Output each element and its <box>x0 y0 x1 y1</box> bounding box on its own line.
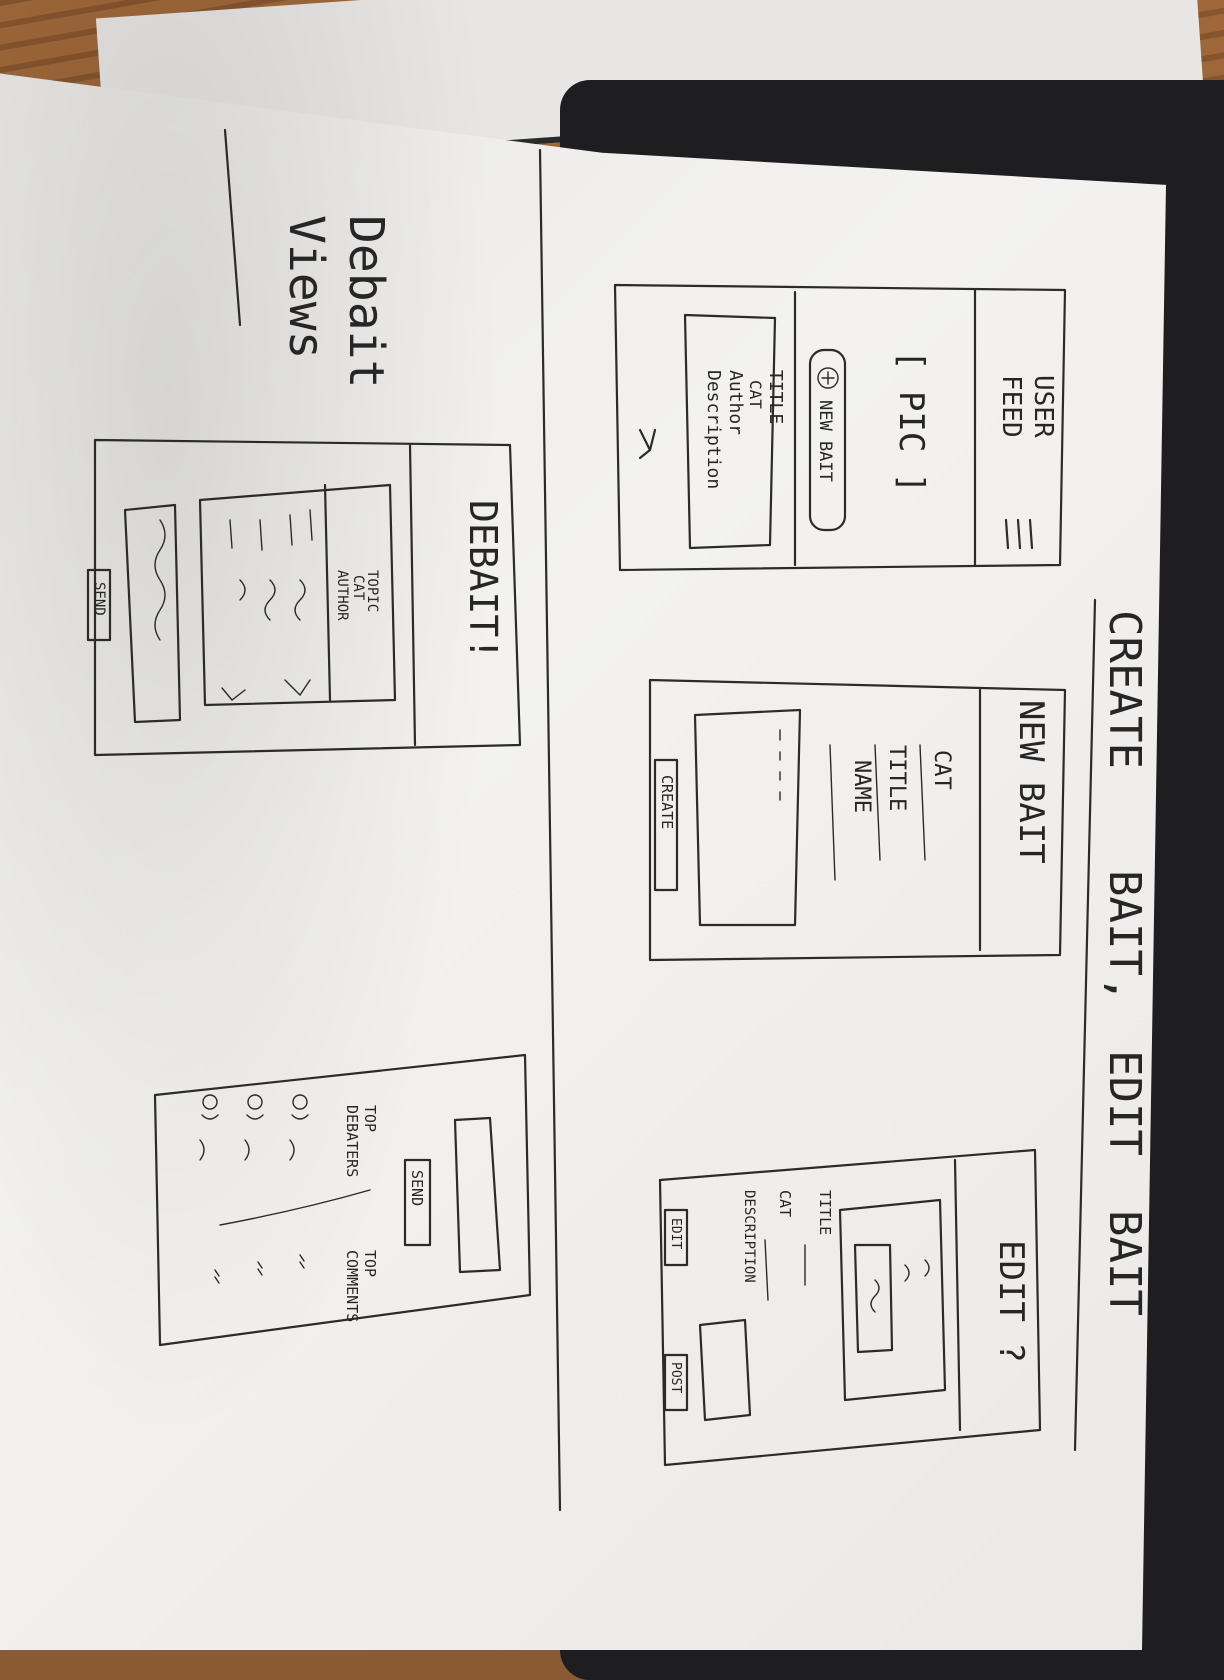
left-heading: Debait Views <box>278 215 394 388</box>
debait-header-divider <box>408 443 417 747</box>
underline-stroke <box>223 128 242 327</box>
top-heading: CREATE BAIT, EDIT BAIT <box>1099 610 1150 1316</box>
top-heading-bait: BAIT, <box>1099 870 1150 1002</box>
user-icon <box>202 1094 218 1110</box>
name-field-line[interactable] <box>829 744 836 881</box>
card-author: Author <box>725 370 746 435</box>
debaters-screen: SEND TOP DEBATERS TOP COMMENTS <box>153 1053 532 1347</box>
top-heading-edit: EDIT <box>1099 1050 1150 1156</box>
edit-screen: EDIT ? TITLE CAT DESCRIPTION EDIT POST <box>658 1148 1042 1467</box>
description-textarea[interactable] <box>693 708 802 927</box>
debait-title: DEBAIT! <box>461 500 505 660</box>
edit-preview-scribble <box>870 1259 930 1313</box>
edit-field-description: DESCRIPTION <box>741 1190 757 1283</box>
debait-topic: TOPIC <box>364 570 380 612</box>
user-feed-frame <box>613 283 1067 572</box>
debait-screen: DEBAIT! TOPIC CAT AUTHOR SEND <box>86 438 522 757</box>
debait-send-label: SEND <box>91 582 107 616</box>
user-icon <box>292 1094 308 1110</box>
edit-field-title: TITLE <box>816 1190 834 1235</box>
edit-button[interactable]: EDIT <box>663 1208 689 1267</box>
wireframe-sketch: Debait Views CREATE BAIT, EDIT BAIT USER… <box>86 128 1150 1512</box>
title-field-line[interactable] <box>874 744 881 861</box>
create-button[interactable]: CREATE <box>653 758 679 892</box>
edit-cat-line[interactable] <box>764 1239 769 1301</box>
edit-frame <box>658 1148 1042 1467</box>
hamburger-icon[interactable] <box>1004 518 1034 550</box>
vote-arrow-icons <box>221 679 311 701</box>
top-debaters-2: DEBATERS <box>343 1105 361 1177</box>
message-input[interactable] <box>123 503 182 724</box>
edit-preview-card <box>838 1198 947 1402</box>
debait-frame <box>93 438 522 757</box>
edit-preview-inner <box>853 1243 894 1354</box>
comment-lines <box>229 509 313 551</box>
card-cat: CAT <box>746 380 765 409</box>
sketch-paper <box>0 72 1166 1650</box>
edit-button-label: EDIT <box>668 1218 683 1249</box>
debaters-frame <box>153 1053 532 1347</box>
debaters-divider <box>219 1189 371 1226</box>
debaters-send-label: SEND <box>408 1170 426 1206</box>
debait-author: AUTHOR <box>334 570 350 621</box>
user-feed-title-2: FEED <box>996 375 1026 438</box>
top-heading-create: CREATE <box>1099 610 1150 769</box>
edit-header-divider <box>953 1158 962 1432</box>
left-heading-line-2: Views <box>278 215 334 360</box>
debaters-send-button[interactable]: SEND <box>403 1158 432 1247</box>
post-button-label: POST <box>668 1362 683 1393</box>
user-feed-title-1: USER <box>1028 375 1058 438</box>
field-name: NAME <box>849 760 874 813</box>
create-label: CREATE <box>658 775 676 829</box>
top-heading-bait-2: BAIT <box>1099 1210 1150 1316</box>
debait-thread-box <box>198 483 397 707</box>
card-description: Description <box>703 370 724 489</box>
comment-text-lines <box>239 579 306 621</box>
debaters-input[interactable] <box>453 1116 502 1274</box>
debait-send-button[interactable]: SEND <box>86 568 112 642</box>
cat-field-line[interactable] <box>919 744 926 861</box>
edit-title: EDIT ? <box>991 1240 1031 1363</box>
top-heading-underline <box>1073 598 1097 1452</box>
left-heading-line-1: Debait <box>338 215 394 388</box>
scroll-arrow-icon <box>638 428 657 460</box>
user-feed-screen: USER FEED [ PIC ] NEW BAIT TITLE CAT Aut… <box>613 283 1067 572</box>
feed-card[interactable]: TITLE CAT Author Description <box>683 313 786 550</box>
top-comments-1: TOP <box>361 1250 379 1277</box>
new-bait-title: NEW BAIT <box>1011 700 1051 864</box>
card-title: TITLE <box>765 370 786 424</box>
top-comments-2: COMMENTS <box>343 1250 361 1322</box>
user-icon <box>247 1094 263 1110</box>
new-bait-button[interactable]: NEW BAIT <box>808 348 847 532</box>
message-scribble <box>154 519 166 641</box>
separator-line <box>538 148 562 1512</box>
top-debaters-1: TOP <box>361 1105 379 1132</box>
new-bait-screen: NEW BAIT CAT TITLE NAME CREATE <box>648 678 1067 962</box>
new-bait-label: NEW BAIT <box>815 400 835 482</box>
debait-thread-header-divider <box>323 483 332 702</box>
plus-icon <box>817 367 839 389</box>
post-button[interactable]: POST <box>663 1353 689 1412</box>
edit-field-cat: CAT <box>776 1190 794 1217</box>
field-title: TITLE <box>884 745 909 811</box>
debait-cat: CAT <box>350 575 366 601</box>
pic-placeholder: [ PIC ] <box>891 350 931 493</box>
new-bait-frame <box>648 678 1067 962</box>
ditto-marks <box>214 1254 305 1284</box>
debater-list <box>199 1094 309 1161</box>
field-cat: CAT <box>929 750 954 790</box>
edit-description-box[interactable] <box>698 1318 752 1422</box>
